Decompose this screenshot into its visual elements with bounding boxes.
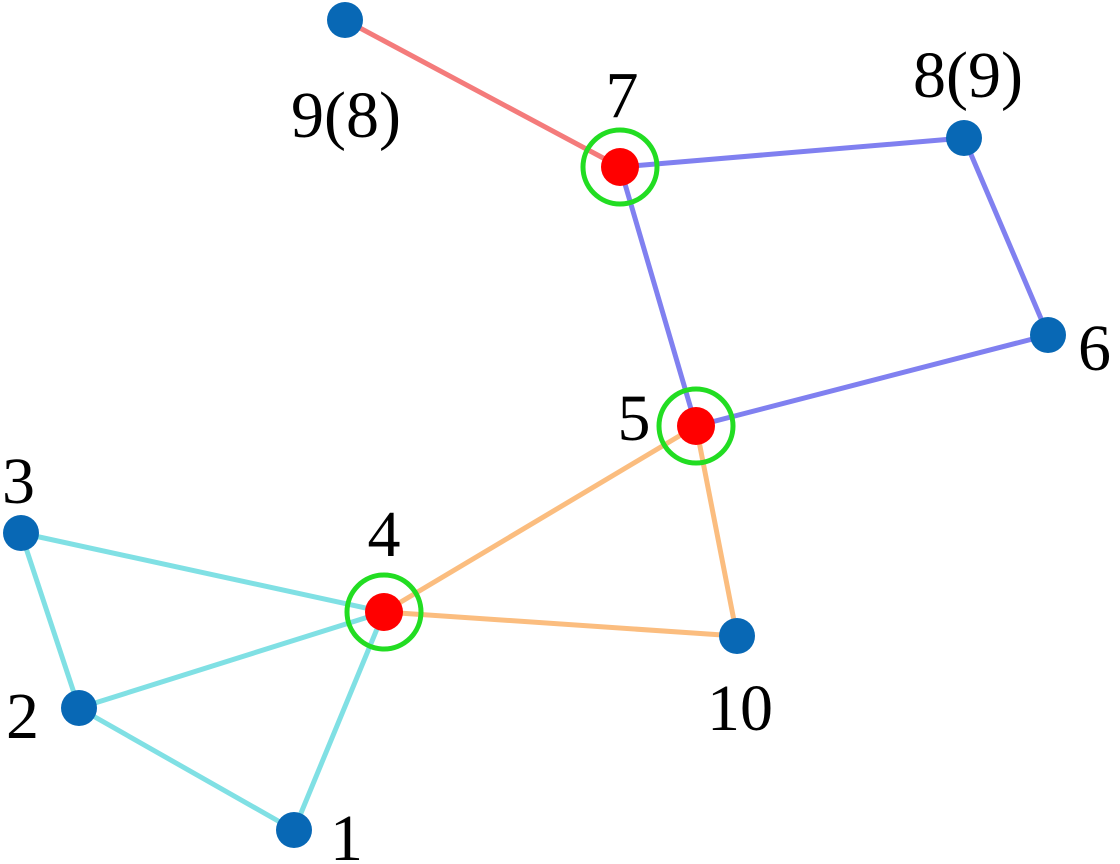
node-label-n10: 10 xyxy=(707,672,773,745)
node-label-n5: 5 xyxy=(618,382,651,455)
node-n6 xyxy=(1030,317,1066,353)
node-label-n3: 3 xyxy=(2,445,35,518)
cut-ring-n4 xyxy=(344,572,424,652)
node-label-n4: 4 xyxy=(368,498,401,571)
node-n1 xyxy=(276,812,312,848)
node-n3 xyxy=(3,515,39,551)
cut-vertex-n7 xyxy=(601,148,639,186)
node-n10 xyxy=(719,618,755,654)
edges-layer xyxy=(18,17,1051,833)
edge-n5-n7 xyxy=(617,164,699,429)
edge-n2-n4 xyxy=(76,609,387,711)
edge-n4-n5 xyxy=(381,423,699,615)
edge-n7-n8 xyxy=(617,135,967,170)
nodes-layer xyxy=(3,2,1066,848)
node-label-n8: 8(9) xyxy=(913,39,1023,112)
cut-vertex-n4 xyxy=(365,593,403,631)
cut-ring-n5 xyxy=(656,386,736,466)
node-n2 xyxy=(61,690,97,726)
node-label-n9: 9(8) xyxy=(291,79,401,152)
node-label-n1: 1 xyxy=(330,802,363,864)
node-label-n7: 7 xyxy=(606,59,639,132)
node-label-n2: 2 xyxy=(6,680,39,753)
edge-n4-n10 xyxy=(381,609,740,639)
edge-n8-n6 xyxy=(961,135,1051,338)
node-label-n6: 6 xyxy=(1078,312,1111,385)
cut-ring-n7 xyxy=(580,127,660,207)
cut-vertex-n5 xyxy=(677,407,715,445)
edge-n2-n1 xyxy=(76,705,297,833)
edge-n6-n5 xyxy=(693,332,1051,429)
node-n8 xyxy=(946,120,982,156)
edge-n3-n4 xyxy=(18,530,387,615)
node-n9 xyxy=(327,2,363,38)
edge-n9-n7 xyxy=(342,17,623,170)
edge-n3-n2 xyxy=(18,530,82,711)
labels-layer: 1 2 3 4 5 6 7 8(9) 9(8) 10 xyxy=(2,39,1111,864)
